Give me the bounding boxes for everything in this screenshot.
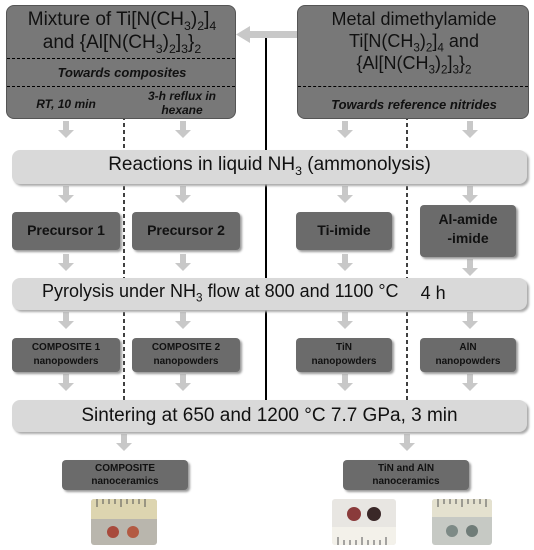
arrow-down bbox=[58, 254, 74, 271]
nitride-sample-photo-2 bbox=[432, 499, 492, 545]
arrow-down bbox=[337, 254, 353, 271]
composite-2-line1: COMPOSITE 2 bbox=[151, 342, 221, 353]
composite-nanoceramics-box: COMPOSITE nanoceramics bbox=[62, 460, 188, 490]
arrow-down bbox=[175, 254, 191, 271]
precursor-2-label: Precursor 2 bbox=[147, 222, 225, 239]
arrow-down bbox=[462, 374, 478, 391]
rt-condition-label: RT, 10 min bbox=[36, 97, 96, 111]
arrow-down bbox=[175, 374, 191, 391]
composite-nanoceramics-line1: COMPOSITE bbox=[94, 463, 155, 474]
dashed-divider bbox=[7, 58, 235, 59]
reflux-condition-line1: 3-h reflux in bbox=[147, 89, 216, 103]
arrow-down bbox=[337, 374, 353, 391]
nitride-nanoceramics-box: TiN and AlN nanoceramics bbox=[343, 460, 469, 490]
aln-line1: AlN bbox=[459, 342, 477, 353]
al-amide-imide-box: Al-amide -imide bbox=[420, 205, 516, 257]
nitride-nanoceramics-line2: nanoceramics bbox=[372, 476, 440, 487]
pyrolysis-text: Pyrolysis under NH3 flow at 800 and 1100… bbox=[42, 281, 399, 305]
reflux-condition-line2: hexane bbox=[161, 103, 203, 117]
composite-nanoceramics-line2: nanoceramics bbox=[91, 476, 159, 487]
metal-dimethylamide-box: Metal dimethylamide Ti[N(CH3)2]4 and {Al… bbox=[297, 5, 529, 119]
aln-line2: nanopowders bbox=[435, 356, 501, 367]
composite-1-line2: nanopowders bbox=[33, 356, 99, 367]
aln-box: AlN nanopowders bbox=[420, 338, 516, 372]
reactions-bar: Reactions in liquid NH3 (ammonolysis) bbox=[12, 150, 527, 184]
arrow-down bbox=[58, 312, 74, 329]
composite-1-box: COMPOSITE 1 nanopowders bbox=[12, 338, 120, 372]
arrow-down bbox=[399, 434, 415, 451]
composite-2-line2: nanopowders bbox=[153, 356, 219, 367]
arrow-down bbox=[58, 121, 74, 138]
mixture-box: Mixture of Ti[N(CH3)2]4 and {Al[N(CH3)2]… bbox=[6, 5, 236, 119]
dimethylamide-line1: Metal dimethylamide bbox=[331, 9, 497, 29]
arrow-down bbox=[175, 186, 191, 203]
precursor-1-box: Precursor 1 bbox=[12, 212, 120, 250]
tin-line2: nanopowders bbox=[311, 356, 377, 367]
ti-imide-label: Ti-imide bbox=[317, 222, 371, 239]
arrow-down bbox=[58, 374, 74, 391]
reactions-text: Reactions in liquid NH3 (ammonolysis) bbox=[108, 154, 431, 179]
precursor-2-box: Precursor 2 bbox=[132, 212, 240, 250]
dashed-divider bbox=[7, 86, 235, 87]
arrow-down bbox=[337, 312, 353, 329]
arrow-down bbox=[337, 121, 353, 138]
arrow-down bbox=[337, 186, 353, 203]
arrow-down bbox=[116, 434, 132, 451]
arrow-down bbox=[462, 259, 478, 276]
towards-reference-label: Towards reference nitrides bbox=[331, 97, 497, 112]
arrow-down bbox=[58, 186, 74, 203]
dimethylamide-line3: {Al[N(CH3)2]3}2 bbox=[356, 53, 472, 77]
al-amide-line2: -imide bbox=[447, 230, 489, 247]
composite-sample-photo bbox=[91, 499, 157, 545]
nitride-nanoceramics-line1: TiN and AlN bbox=[377, 463, 435, 474]
arrow-down bbox=[462, 121, 478, 138]
arrow-down bbox=[175, 312, 191, 329]
arrow-down bbox=[462, 312, 478, 329]
composite-1-line1: COMPOSITE 1 bbox=[31, 342, 101, 353]
precursor-1-label: Precursor 1 bbox=[27, 222, 105, 239]
nitride-sample-photo-1 bbox=[332, 499, 396, 545]
sintering-bar: Sintering at 650 and 1200 °C 7.7 GPa, 3 … bbox=[12, 400, 527, 432]
dashed-divider bbox=[298, 86, 528, 87]
dimethylamide-line2: Ti[N(CH3)2]4 and bbox=[349, 31, 479, 55]
pyrolysis-bar: Pyrolysis under NH3 flow at 800 and 1100… bbox=[12, 278, 527, 310]
towards-composites-label: Towards composites bbox=[57, 65, 187, 80]
left-arrow-head bbox=[236, 26, 250, 43]
mixture-title-line1: Mixture of Ti[N(CH3)2]4 bbox=[27, 9, 217, 33]
ti-imide-box: Ti-imide bbox=[296, 212, 392, 250]
tin-line1: TiN bbox=[336, 342, 352, 353]
arrow-down bbox=[462, 186, 478, 203]
composite-2-box: COMPOSITE 2 nanopowders bbox=[132, 338, 240, 372]
pyrolysis-duration: 4 h bbox=[420, 283, 446, 304]
left-arrow bbox=[248, 31, 298, 38]
arrow-down bbox=[175, 121, 191, 138]
sintering-text: Sintering at 650 and 1200 °C 7.7 GPa, 3 … bbox=[81, 404, 458, 426]
al-amide-line1: Al-amide bbox=[438, 211, 498, 227]
mixture-title-line2: and {Al[N(CH3)2]3}2 bbox=[42, 32, 202, 56]
tin-box: TiN nanopowders bbox=[296, 338, 392, 372]
